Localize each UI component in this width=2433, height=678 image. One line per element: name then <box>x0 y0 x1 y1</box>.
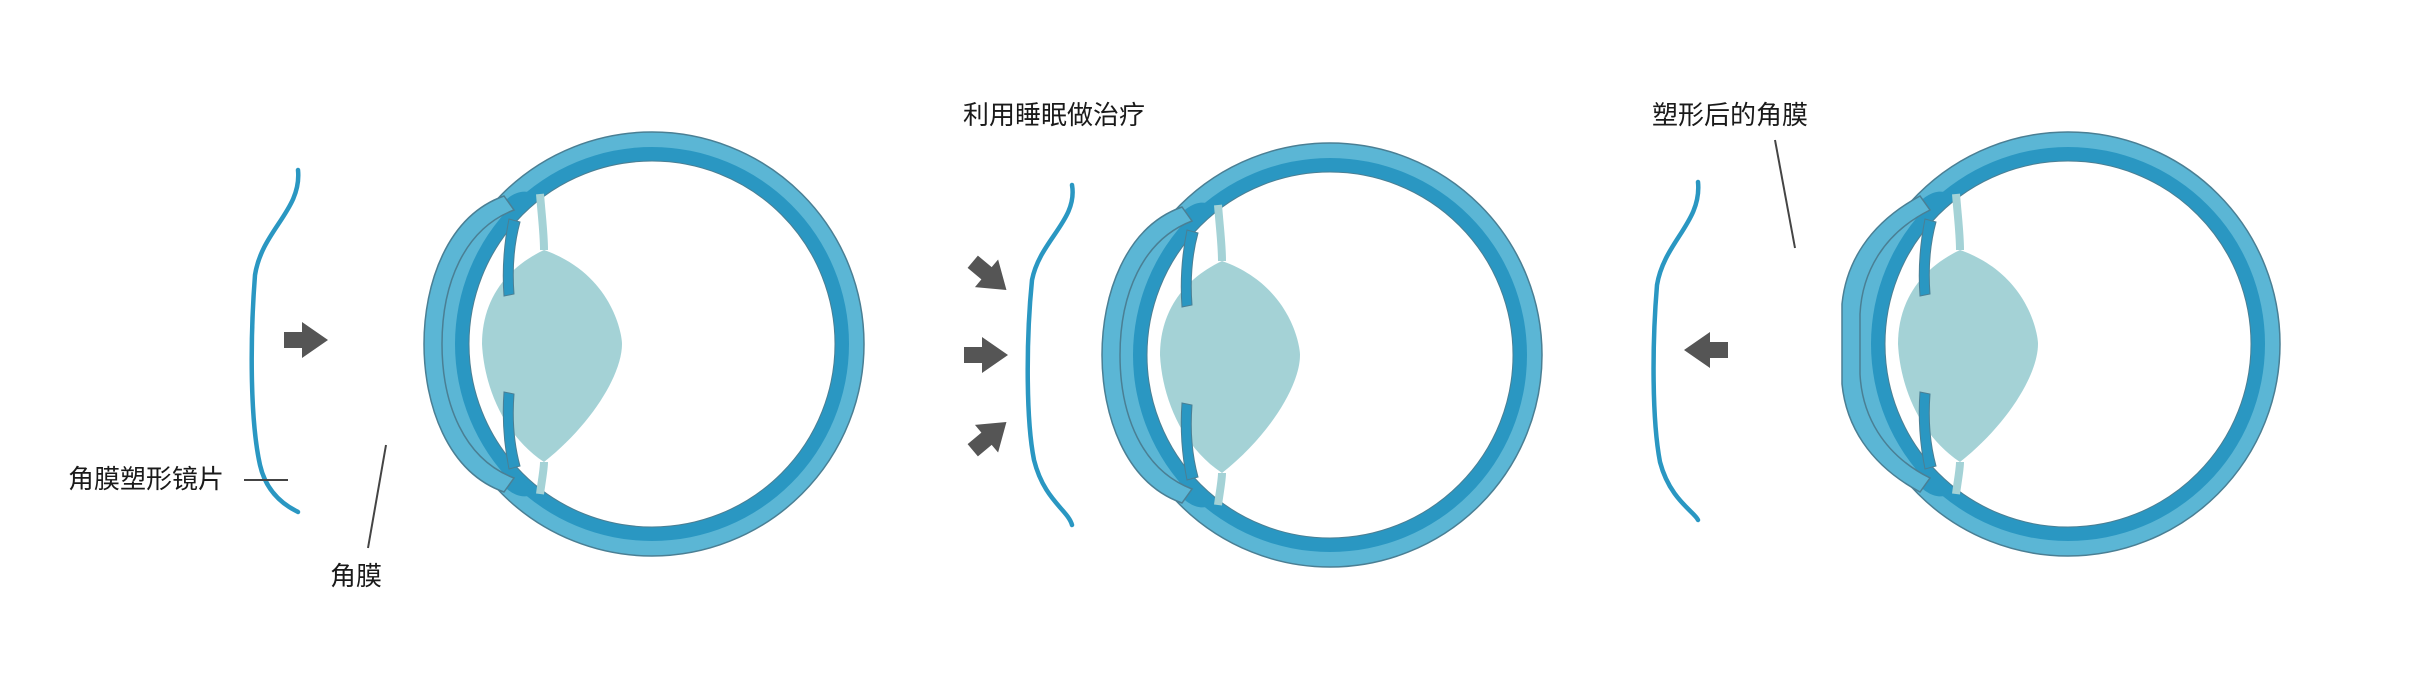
cornea-normal <box>423 195 516 493</box>
eye-normal <box>423 132 864 556</box>
arrow-icon <box>967 255 1007 290</box>
arrow-icon <box>964 337 1008 373</box>
eye-shaped <box>1841 132 2280 556</box>
label-shaped-cornea: 塑形后的角膜 <box>1652 101 1808 131</box>
label-sleep-treatment: 利用睡眠做治疗 <box>963 101 1145 131</box>
label-lens: 角膜塑形镜片 <box>68 465 224 495</box>
cornea-shaped <box>1841 195 1932 493</box>
ortho-lens-3 <box>1651 179 1701 523</box>
pointer-cornea <box>367 444 387 549</box>
arrow-icon <box>284 322 328 358</box>
ortho-lens-2 <box>1025 182 1075 528</box>
label-cornea: 角膜 <box>330 562 382 592</box>
arrow-icon <box>1684 332 1728 368</box>
ortho-lens-1 <box>249 167 301 515</box>
arrow-icon <box>967 422 1007 457</box>
pointer-shaped-cornea <box>1774 139 1796 249</box>
cornea-pressed <box>1101 206 1194 504</box>
eye-with-lens <box>1101 143 1542 567</box>
